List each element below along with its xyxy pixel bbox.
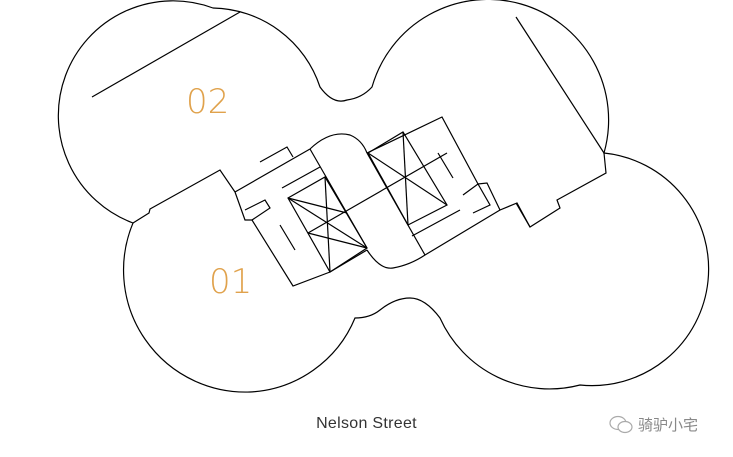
left-wing-wall — [132, 169, 236, 224]
watermark: 骑驴小宅 — [608, 414, 698, 435]
northeast-partition — [515, 16, 605, 154]
unit-02-partition — [91, 11, 241, 98]
building-outline — [57, 0, 710, 393]
right-wing-wall — [515, 152, 607, 228]
wechat-icon — [609, 415, 633, 433]
core — [234, 116, 531, 287]
unit-02-label: 02 — [186, 82, 230, 122]
watermark-text: 骑驴小宅 — [638, 416, 699, 434]
street-label: Nelson Street — [316, 415, 417, 432]
unit-01-label: 01 — [209, 262, 253, 302]
